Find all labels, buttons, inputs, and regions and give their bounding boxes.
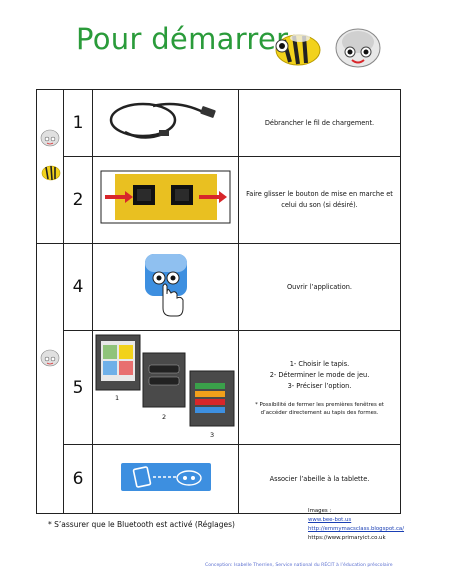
switches-image xyxy=(92,156,239,244)
power-switches-icon xyxy=(100,170,231,224)
step-number: 1 xyxy=(63,89,93,157)
blue-bot-small-icon xyxy=(40,349,60,367)
bots-cell xyxy=(36,243,64,514)
step-text: Faire glisser le bouton de mise en march… xyxy=(238,156,401,244)
step-note: * Possibilité de fermer les premières fe… xyxy=(255,401,384,416)
charging-cable-image xyxy=(92,89,239,157)
bee-bot-small-icon xyxy=(41,165,61,181)
pairing-image xyxy=(92,444,239,514)
bluetooth-footnote: * S’assurer que le Bluetooth est activé … xyxy=(48,520,235,529)
blue-bot-image xyxy=(335,28,381,68)
step-line: 3- Préciser l’option. xyxy=(287,381,352,390)
step-text: Ouvrir l’application. xyxy=(238,243,401,331)
step-number: 6 xyxy=(63,444,93,514)
credit-link-beebot[interactable]: www.bee-bot.us xyxy=(308,517,352,523)
page-title: Pour démarrer xyxy=(76,22,289,56)
app-touch-icon xyxy=(145,254,187,317)
credits-heading: Images : xyxy=(308,508,332,514)
step-line: 1- Choisir le tapis. xyxy=(289,359,350,368)
step-text: Débrancher le fil de chargement. xyxy=(238,89,401,157)
screenshot-label: 3 xyxy=(210,431,215,439)
tablet-screenshots-icon xyxy=(95,334,235,427)
step-line: 2- Déterminer le mode de jeu. xyxy=(269,370,370,379)
step-number: 4 xyxy=(63,243,93,331)
step-text: 1- Choisir le tapis. 2- Déterminer le mo… xyxy=(238,330,401,445)
bee-bot-image xyxy=(275,34,321,66)
blue-bot-small-icon xyxy=(40,129,60,147)
app-screens-image: 1 2 3 xyxy=(92,330,239,445)
credit-link-emmymacs[interactable]: http://emmymacsclass.blogspot.ca/ xyxy=(308,526,405,532)
bots-cell xyxy=(36,89,64,244)
step-number: 5 xyxy=(63,330,93,445)
cable-icon xyxy=(109,102,216,139)
credit-link-primaryict[interactable]: https://www.primaryict.co.uk xyxy=(308,535,386,541)
image-credits: Images : www.bee-bot.us http://emmymacsc… xyxy=(308,507,404,543)
steps-table: 1 Débrancher le fil de chargement. 2 xyxy=(36,89,401,514)
step-text: Associer l’abeille à la tablette. xyxy=(238,444,401,514)
conception-credit: Conception: Isabelle Therrien, Service n… xyxy=(205,563,393,568)
app-icon-image xyxy=(92,243,239,331)
bluetooth-pairing-icon xyxy=(121,463,211,491)
screenshot-label: 1 xyxy=(115,394,120,402)
step-number: 2 xyxy=(63,156,93,244)
screenshot-label: 2 xyxy=(162,413,167,421)
